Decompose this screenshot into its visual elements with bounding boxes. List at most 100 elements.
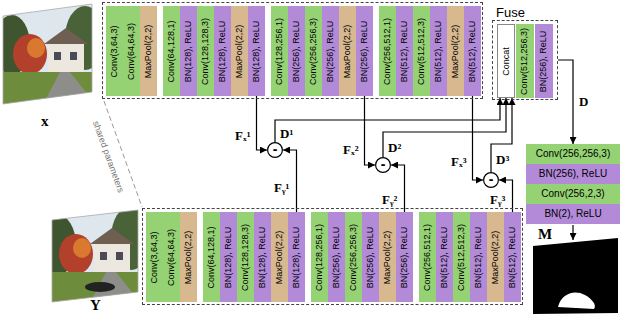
layer-name: BN(512), ReLU xyxy=(468,20,477,82)
layer-name: BN(512), ReLU xyxy=(434,20,443,82)
layer-name: Conv(256,512,1) xyxy=(383,17,392,84)
decoder-layer: Conv(256,256,3) xyxy=(526,144,620,164)
layer-name: BN(512), ReLU xyxy=(400,20,409,82)
feature-label: Fᵧ¹ xyxy=(273,181,291,194)
layer-bar: MaxPool(2,2) xyxy=(339,6,356,96)
layer-bar: Conv(512,512,3) xyxy=(453,212,470,302)
feature-label: D² xyxy=(387,141,402,154)
layer-name: Conv(3,64,3) xyxy=(110,25,119,77)
layer-bar: Conv(128,256,1) xyxy=(271,6,288,96)
module-title: Fuse xyxy=(496,6,525,19)
image-frame xyxy=(52,210,138,302)
connector-arrow xyxy=(365,96,376,165)
feature-label: Fₓ³ xyxy=(450,155,468,168)
layer-name: Conv(64,128,1) xyxy=(207,226,216,288)
decoder-layer: BN(256), ReLU xyxy=(526,164,620,184)
layer-bar: MaxPool(2,2) xyxy=(271,212,288,302)
image-label: Y xyxy=(89,298,102,313)
layer-bar: Conv(256,512,1) xyxy=(379,6,396,96)
layer-bar: Conv(64,128,1) xyxy=(163,6,180,96)
layer-bar: BN(512), ReLU xyxy=(504,212,521,302)
circle-shape xyxy=(376,158,391,173)
feature-label: D¹ xyxy=(279,127,294,140)
input-image-x xyxy=(0,0,105,110)
layer-name: BN(256), ReLU xyxy=(400,226,409,288)
layer-bar: MaxPool(2,2) xyxy=(180,212,197,302)
layer-name: MaxPool(2,2) xyxy=(235,24,244,78)
mask-region xyxy=(558,292,595,309)
layer-bar: Conv(3,64,3) xyxy=(106,6,123,96)
change-object xyxy=(85,282,115,292)
layer-bar: BN(512), ReLU xyxy=(430,6,447,96)
layer-name: Conv(512,256,3) xyxy=(521,27,530,94)
layer-bar: Conv(256,256,3) xyxy=(345,212,362,302)
subtract-node: - xyxy=(267,142,283,158)
layer-name: BN(512), ReLU xyxy=(474,226,483,288)
layer-name: Conv(64,64,3) xyxy=(167,228,176,285)
output-arrow xyxy=(572,225,573,240)
layer-name: MaxPool(2,2) xyxy=(491,230,500,284)
layer-name: MaxPool(2,2) xyxy=(184,230,193,284)
layer-bar: BN(512), ReLU xyxy=(436,212,453,302)
layer-bar: MaxPool(2,2) xyxy=(487,212,504,302)
layer-bar: BN(128), ReLU xyxy=(254,212,271,302)
layer-bar: Conv(256,256,3) xyxy=(305,6,322,96)
layer-name: BN(128), ReLU xyxy=(184,20,193,82)
layer-name: Conv(256,256,3) xyxy=(309,17,318,84)
layer-name: BN(256), ReLU xyxy=(360,20,369,82)
layer-bar: MaxPool(2,2) xyxy=(140,6,157,96)
subtract-node: - xyxy=(375,157,391,173)
layer-bar: BN(256), ReLU xyxy=(396,212,413,302)
layer-bar: Concat xyxy=(497,24,515,98)
layer-bar: BN(256), ReLU xyxy=(535,24,553,98)
input-image-y xyxy=(40,200,151,310)
decoder-layer: BN(2), ReLU xyxy=(526,204,620,224)
layer-bar: BN(256), ReLU xyxy=(322,6,339,96)
layer-bar: Conv(64,64,3) xyxy=(163,212,180,302)
layer-bar: BN(256), ReLU xyxy=(328,212,345,302)
layer-name: BN(256), ReLU xyxy=(539,169,607,179)
layer-name: Conv(3,64,3) xyxy=(150,231,159,283)
layer-name: Conv(128,256,1) xyxy=(275,17,284,84)
layer-name: MaxPool(2,2) xyxy=(451,24,460,78)
note-text: shared parameters xyxy=(91,119,126,195)
layer-bar: Conv(64,128,1) xyxy=(203,212,220,302)
layer-name: BN(256), ReLU xyxy=(332,226,341,288)
layer-name: BN(2), ReLU xyxy=(544,209,601,219)
layer-name: Conv(64,128,1) xyxy=(167,20,176,82)
image-label: M xyxy=(537,227,553,242)
image-frame xyxy=(3,4,92,104)
layer-name: Conv(256,256,3) xyxy=(536,149,611,159)
street-photo xyxy=(40,200,151,310)
layer-bar: Conv(512,256,3) xyxy=(516,24,534,98)
minus-sign: - xyxy=(381,157,386,171)
layer-name: BN(256), ReLU xyxy=(366,226,375,288)
fuse-module: FuseConcatConv(512,256,3)BN(256), ReLU xyxy=(492,20,558,100)
encoder-block: Conv(3,64,3) Conv(64,64,3) MaxPool(2,2) Con… xyxy=(142,208,523,305)
connector-arrow xyxy=(257,96,268,150)
connector-arrow xyxy=(383,98,506,157)
layer-name: Conv(512,512,3) xyxy=(417,17,426,84)
subtract-node: - xyxy=(483,172,499,188)
layer-bar: Conv(128,128,3) xyxy=(197,6,214,96)
layer-name: BN(512), ReLU xyxy=(508,226,517,288)
layer-bar: BN(256), ReLU xyxy=(356,6,373,96)
encoder-block: Conv(3,64,3)Conv(64,64,3)MaxPool(2,2)Con… xyxy=(102,2,483,99)
minus-sign: - xyxy=(489,172,494,186)
connector-arrow xyxy=(473,96,484,180)
layer-bar: BN(128), ReLU xyxy=(288,212,305,302)
feature-label: D xyxy=(578,95,589,108)
layer-bar: BN(512), ReLU xyxy=(470,212,487,302)
layer-bar: BN(256), ReLU xyxy=(362,212,379,302)
connector-arrow xyxy=(558,60,573,144)
layer-bar: BN(128), ReLU xyxy=(220,212,237,302)
feature-label: D³ xyxy=(495,153,510,166)
image-label: x xyxy=(40,114,50,129)
layer-name: Conv(128,256,1) xyxy=(315,223,324,290)
layer-name: BN(256), ReLU xyxy=(292,20,301,82)
feature-label: Fᵧ² xyxy=(381,193,399,206)
layer-bar: Conv(128,128,3) xyxy=(237,212,254,302)
layer-bar: Conv(512,512,3) xyxy=(413,6,430,96)
circle-shape xyxy=(484,173,499,188)
